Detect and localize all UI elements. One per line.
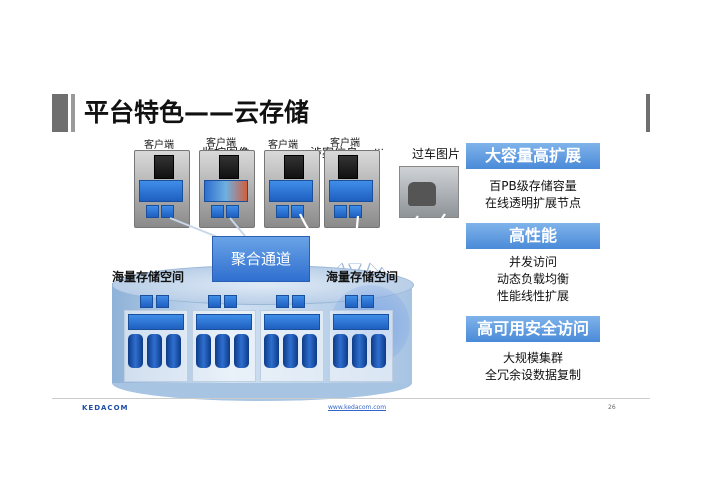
- title-bar-left: [52, 94, 68, 132]
- client-label-2: 客户端: [206, 138, 236, 149]
- monitor-icon: [329, 180, 373, 202]
- node-monitor-icon: [196, 314, 252, 330]
- aggregation-channel: 聚合通道: [212, 236, 310, 282]
- flow-arrow: [380, 213, 446, 276]
- disk-icon: [166, 334, 181, 368]
- server-tower-icon: [338, 155, 358, 179]
- storage-space-label-2: 海量存储空间: [326, 270, 399, 284]
- client-label-4: 客户端: [330, 138, 360, 149]
- feature-line: 全冗余设数据复制: [484, 368, 581, 382]
- footer-divider: [52, 398, 650, 399]
- feature-line: 百PB级存储容量: [489, 179, 577, 193]
- ellipsis: …: [374, 142, 384, 153]
- disk-icon: [333, 334, 348, 368]
- node-port-icon: [140, 295, 153, 308]
- client-label-1: 客户端: [144, 140, 174, 151]
- feature-line: 大规模集群: [502, 351, 563, 365]
- car-icon: [408, 182, 436, 206]
- node-port-icon: [208, 295, 221, 308]
- disk-icon: [302, 334, 317, 368]
- flow-arrow: [370, 215, 419, 272]
- port-icon: [146, 205, 159, 218]
- feature-heading-capacity: 大容量高扩展: [466, 143, 600, 169]
- disk-icon: [128, 334, 143, 368]
- feature-heading-availability: 高可用安全访问: [466, 316, 600, 342]
- node-monitor-icon: [128, 314, 184, 330]
- monitor-icon: [139, 180, 183, 202]
- node-port-icon: [276, 295, 289, 308]
- node-monitor-icon: [264, 314, 320, 330]
- server-tower-icon: [219, 155, 239, 179]
- footer-url-link[interactable]: www.kedacom.com: [328, 404, 387, 411]
- flow-arrow: [355, 215, 358, 270]
- disk-icon: [283, 334, 298, 368]
- port-icon: [276, 205, 289, 218]
- feature-line: 在线透明扩展节点: [484, 196, 581, 210]
- storage-space-label-1: 海量存储空间: [112, 270, 185, 284]
- title-bar-right: [646, 94, 650, 132]
- port-icon: [226, 205, 239, 218]
- title-bar-left-thin: [71, 94, 75, 132]
- server-tower-icon: [154, 155, 174, 179]
- feature-heading-performance: 高性能: [466, 223, 600, 249]
- disk-icon: [147, 334, 162, 368]
- node-port-icon: [224, 295, 237, 308]
- monitor-icon: [269, 180, 313, 202]
- port-icon: [161, 205, 174, 218]
- feature-line: 动态负载均衡: [496, 272, 569, 286]
- disk-icon: [264, 334, 279, 368]
- node-port-icon: [361, 295, 374, 308]
- disk-icon: [371, 334, 386, 368]
- node-port-icon: [292, 295, 305, 308]
- node-port-icon: [156, 295, 169, 308]
- client-label-3: 客户端: [268, 140, 298, 151]
- disk-icon: [352, 334, 367, 368]
- disk-icon: [215, 334, 230, 368]
- feature-line: 性能线性扩展: [496, 289, 569, 303]
- port-icon: [211, 205, 224, 218]
- node-port-icon: [345, 295, 358, 308]
- port-icon: [334, 205, 347, 218]
- monitor-image-icon: [204, 180, 248, 202]
- disk-icon: [196, 334, 211, 368]
- page-title: 平台特色——云存储: [84, 98, 310, 127]
- page-number: 26: [608, 404, 616, 411]
- link-line: [229, 217, 246, 237]
- brand-logo: KEDACOM: [82, 404, 129, 412]
- vehicle-image-label: 过车图片: [412, 147, 461, 161]
- port-icon: [349, 205, 362, 218]
- disk-icon: [234, 334, 249, 368]
- feature-line: 并发访问: [508, 255, 557, 269]
- server-tower-icon: [284, 155, 304, 179]
- node-monitor-icon: [333, 314, 389, 330]
